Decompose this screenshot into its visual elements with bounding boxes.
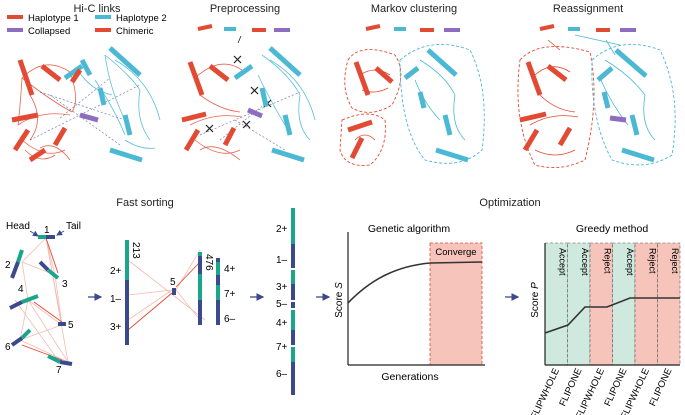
contig-6 (10, 336, 24, 347)
panel-title-optimization: Optimization (479, 197, 540, 209)
operation-label: FLIPWHOLE (529, 367, 562, 415)
scaffold-label: 7+ (276, 342, 288, 353)
decision-label: Accept (625, 248, 635, 276)
contig-4 (9, 300, 23, 310)
node-label: 4 (18, 284, 24, 295)
chain-label: 3+ (110, 322, 122, 333)
tail-label: Tail (66, 221, 81, 232)
genetic-algorithm-plot: Genetic algorithm Converge Score S Gener… (334, 223, 485, 383)
panel-title-reassignment: Reassignment (553, 3, 623, 15)
genetic-ylabel: Score S (334, 282, 345, 318)
markov-graph (339, 24, 485, 166)
node-label: 1 (44, 225, 50, 236)
legend-swatch-haplotype2 (95, 15, 111, 19)
contig-7 (47, 354, 61, 364)
chain-label: 2+ (110, 266, 122, 277)
hic-links-graph (11, 46, 161, 163)
decision-label: Reject (670, 248, 680, 274)
panel-title-preprocessing: Preprocessing (210, 3, 280, 15)
greedy-score-curve (544, 297, 680, 334)
panel-title-markov: Markov clustering (371, 3, 457, 15)
scaffold-label: 3+ (276, 282, 288, 293)
decision-label: Reject (647, 248, 657, 274)
node-label: 5 (68, 320, 74, 331)
scaffold-label: 4+ (276, 318, 288, 329)
genetic-xlabel: Generations (381, 371, 438, 383)
panel-title-hic-links: Hi-C links (73, 3, 121, 15)
sorting-chains: 213 476 2+ 1– 3+ 5 4+ 7+ 6– (110, 240, 236, 345)
head-label: Head (6, 221, 30, 232)
chain-label: 4+ (224, 264, 236, 275)
converge-label: Converge (435, 247, 476, 258)
greedy-ylabel: Score P (530, 282, 541, 318)
cluster-outline-red (517, 46, 595, 169)
node-label: 2 (5, 260, 11, 271)
final-scaffold: 2+ 1– 3+ 5– 4+ 7+ 6– (276, 208, 295, 395)
scaffold-label: 5– (276, 299, 288, 310)
scaffold-label: 2+ (276, 224, 288, 235)
scaffold-label: 6– (276, 369, 288, 380)
legend-swatch-haplotype1 (7, 15, 23, 19)
chain-a-top-label: 213 (130, 242, 141, 259)
legend: Haplotype 1 Haplotype 2 Collapsed Chimer… (7, 13, 167, 37)
chain-label: 6– (224, 314, 236, 325)
chain-c-top-label: 476 (203, 254, 214, 271)
legend-swatch-chimeric (95, 28, 111, 32)
legend-label-chimeric: Chimeric (116, 26, 154, 37)
panel-title-fast-sorting: Fast sorting (116, 197, 173, 209)
chain-label: 5 (170, 277, 176, 288)
cluster-outline-red-1 (344, 49, 402, 113)
cluster-outline-red-2 (339, 113, 386, 166)
chimeric-piece (197, 24, 213, 31)
legend-swatch-collapsed (7, 28, 23, 32)
decision-label: Reject (602, 248, 612, 274)
preprocessing-graph (181, 24, 316, 163)
operation-label: FLIPONE (647, 367, 674, 408)
greedy-method-plot: Greedy method Accept Accept Reject Accept Re… (529, 223, 681, 415)
cluster-outline-blue (591, 43, 676, 166)
reassignment-graph (517, 24, 676, 169)
decision-label: Accept (580, 248, 590, 276)
node-label: 7 (56, 365, 62, 376)
converge-region (429, 242, 483, 366)
scaffold-label: 1– (276, 255, 288, 266)
node-label: 3 (62, 279, 68, 290)
node-label: 6 (5, 342, 11, 353)
sorting-graph: Head Tail (5, 221, 81, 376)
legend-label-haplotype2: Haplotype 2 (116, 13, 167, 24)
chain-label: 1– (110, 294, 122, 305)
legend-label-collapsed: Collapsed (28, 26, 70, 37)
greedy-title: Greedy method (576, 223, 649, 235)
decision-label: Accept (557, 248, 567, 276)
legend-label-haplotype1: Haplotype 1 (28, 13, 79, 24)
score-curve (347, 261, 483, 304)
chain-label: 7+ (224, 289, 236, 300)
contig-2 (16, 249, 24, 263)
genetic-title: Genetic algorithm (368, 223, 451, 235)
cluster-outline-blue (399, 43, 485, 164)
contig-3 (38, 260, 50, 272)
